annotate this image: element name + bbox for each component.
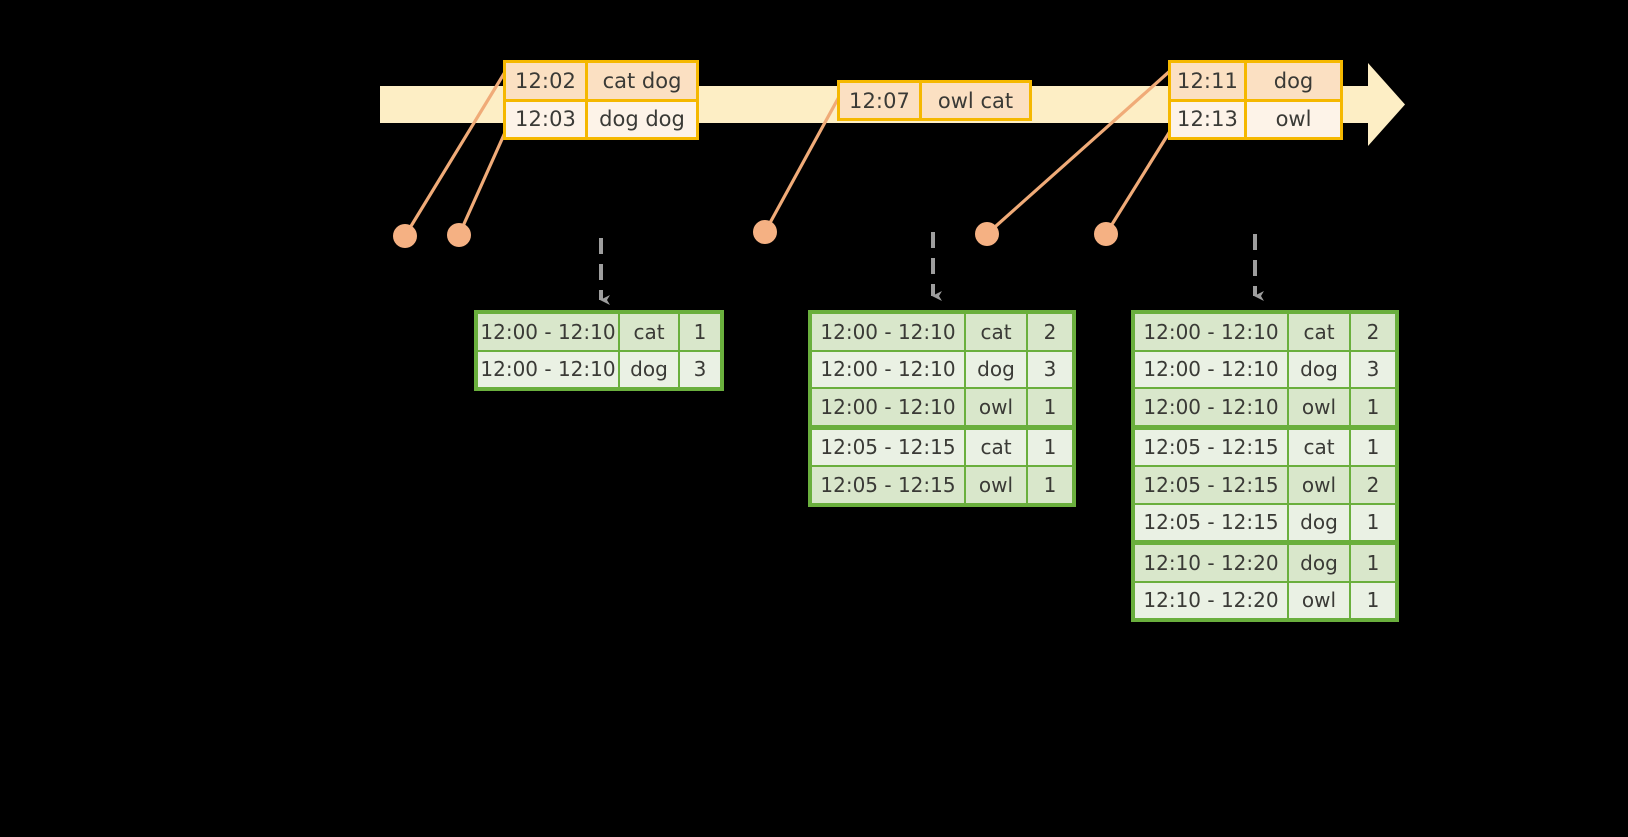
key-cell: cat bbox=[966, 314, 1026, 350]
event-row[interactable]: 12:02 cat dog bbox=[506, 63, 696, 99]
table-row[interactable]: 12:05 - 12:15 dog 1 bbox=[1134, 504, 1396, 542]
event-group-2[interactable]: 12:07 owl cat bbox=[837, 80, 1032, 121]
table-row[interactable]: 12:00 - 12:10 cat 2 bbox=[1134, 313, 1396, 351]
window-cell: 12:05 - 12:15 bbox=[1135, 429, 1287, 465]
key-cell: cat bbox=[966, 429, 1026, 465]
count-cell: 1 bbox=[1028, 389, 1072, 425]
count-cell: 2 bbox=[1351, 467, 1395, 503]
window-cell: 12:00 - 12:10 bbox=[1135, 314, 1287, 350]
key-cell: dog bbox=[1289, 351, 1349, 387]
count-cell: 1 bbox=[1028, 467, 1072, 503]
table-row[interactable]: 12:10 - 12:20 owl 1 bbox=[1134, 582, 1396, 620]
table-row[interactable]: 12:05 - 12:15 cat 1 bbox=[1134, 429, 1396, 467]
result-table-3[interactable]: 12:00 - 12:10 cat 2 12:00 - 12:10 dog 3 … bbox=[1131, 310, 1399, 622]
window-cell: 12:10 - 12:20 bbox=[1135, 582, 1287, 618]
event-time: 12:07 bbox=[840, 83, 922, 118]
table-row[interactable]: 12:00 - 12:10 dog 3 bbox=[1134, 351, 1396, 389]
event-time: 12:11 bbox=[1171, 63, 1247, 99]
window-cell: 12:05 - 12:15 bbox=[812, 429, 964, 465]
event-time: 12:13 bbox=[1171, 101, 1247, 137]
window-cell: 12:00 - 12:10 bbox=[1135, 389, 1287, 425]
table-row[interactable]: 12:05 - 12:15 owl 2 bbox=[1134, 466, 1396, 504]
table-row[interactable]: 12:00 - 12:10 cat 1 bbox=[477, 313, 721, 351]
emit-arrows bbox=[599, 232, 1264, 305]
result-table-2[interactable]: 12:00 - 12:10 cat 2 12:00 - 12:10 dog 3 … bbox=[808, 310, 1076, 507]
count-cell: 1 bbox=[1351, 582, 1395, 618]
count-cell: 1 bbox=[680, 314, 720, 350]
result-table-1[interactable]: 12:00 - 12:10 cat 1 12:00 - 12:10 dog 3 bbox=[474, 310, 724, 391]
window-cell: 12:05 - 12:15 bbox=[812, 467, 964, 503]
event-payload: dog bbox=[1273, 68, 1314, 93]
table-row[interactable]: 12:05 - 12:15 cat 1 bbox=[811, 429, 1073, 467]
key-cell: owl bbox=[1289, 467, 1349, 503]
event-dot bbox=[447, 223, 471, 247]
window-cell: 12:00 - 12:10 bbox=[478, 351, 618, 387]
table-row[interactable]: 12:00 - 12:10 dog 3 bbox=[811, 351, 1073, 389]
count-cell: 2 bbox=[1351, 314, 1395, 350]
event-time: 12:02 bbox=[506, 63, 588, 99]
count-cell: 1 bbox=[1351, 545, 1395, 581]
window-cell: 12:10 - 12:20 bbox=[1135, 545, 1287, 581]
key-cell: cat bbox=[1289, 429, 1349, 465]
event-payload: cat dog bbox=[602, 68, 682, 93]
event-dot bbox=[1094, 222, 1118, 246]
timeline-arrowhead bbox=[1368, 63, 1405, 146]
table-row[interactable]: 12:00 - 12:10 owl 1 bbox=[811, 388, 1073, 426]
count-cell: 1 bbox=[1351, 504, 1395, 540]
key-cell: dog bbox=[966, 351, 1026, 387]
window-cell: 12:05 - 12:15 bbox=[1135, 467, 1287, 503]
window-cell: 12:05 - 12:15 bbox=[1135, 504, 1287, 540]
table-row[interactable]: 12:00 - 12:10 owl 1 bbox=[1134, 388, 1396, 426]
count-cell: 1 bbox=[1351, 429, 1395, 465]
event-row[interactable]: 12:07 owl cat bbox=[840, 83, 1029, 118]
event-group-1[interactable]: 12:02 cat dog 12:03 dog dog bbox=[503, 60, 699, 140]
event-dot bbox=[393, 224, 417, 248]
count-cell: 3 bbox=[1351, 351, 1395, 387]
event-payload: dog dog bbox=[599, 107, 685, 132]
event-payload: owl bbox=[1275, 107, 1312, 132]
count-cell: 3 bbox=[680, 351, 720, 387]
event-group-3[interactable]: 12:11 dog 12:13 owl bbox=[1168, 60, 1343, 140]
key-cell: cat bbox=[620, 314, 678, 350]
window-cell: 12:00 - 12:10 bbox=[812, 389, 964, 425]
event-dot bbox=[753, 220, 777, 244]
event-row[interactable]: 12:03 dog dog bbox=[506, 98, 696, 137]
window-cell: 12:00 - 12:10 bbox=[1135, 351, 1287, 387]
table-row[interactable]: 12:00 - 12:10 dog 3 bbox=[477, 351, 721, 389]
count-cell: 1 bbox=[1028, 429, 1072, 465]
table-row[interactable]: 12:00 - 12:10 cat 2 bbox=[811, 313, 1073, 351]
count-cell: 1 bbox=[1351, 389, 1395, 425]
window-cell: 12:00 - 12:10 bbox=[812, 314, 964, 350]
key-cell: cat bbox=[1289, 314, 1349, 350]
key-cell: dog bbox=[620, 351, 678, 387]
key-cell: dog bbox=[1289, 504, 1349, 540]
event-row[interactable]: 12:11 dog bbox=[1171, 63, 1340, 99]
window-cell: 12:00 - 12:10 bbox=[478, 314, 618, 350]
key-cell: dog bbox=[1289, 545, 1349, 581]
count-cell: 3 bbox=[1028, 351, 1072, 387]
key-cell: owl bbox=[966, 389, 1026, 425]
count-cell: 2 bbox=[1028, 314, 1072, 350]
table-row[interactable]: 12:10 - 12:20 dog 1 bbox=[1134, 544, 1396, 582]
key-cell: owl bbox=[1289, 582, 1349, 618]
window-cell: 12:00 - 12:10 bbox=[812, 351, 964, 387]
event-dot bbox=[975, 222, 999, 246]
table-row[interactable]: 12:05 - 12:15 owl 1 bbox=[811, 466, 1073, 504]
event-row[interactable]: 12:13 owl bbox=[1171, 98, 1340, 137]
event-payload: owl cat bbox=[937, 88, 1014, 113]
key-cell: owl bbox=[966, 467, 1026, 503]
event-time: 12:03 bbox=[506, 101, 588, 137]
event-marker-dots bbox=[393, 220, 1118, 248]
key-cell: owl bbox=[1289, 389, 1349, 425]
